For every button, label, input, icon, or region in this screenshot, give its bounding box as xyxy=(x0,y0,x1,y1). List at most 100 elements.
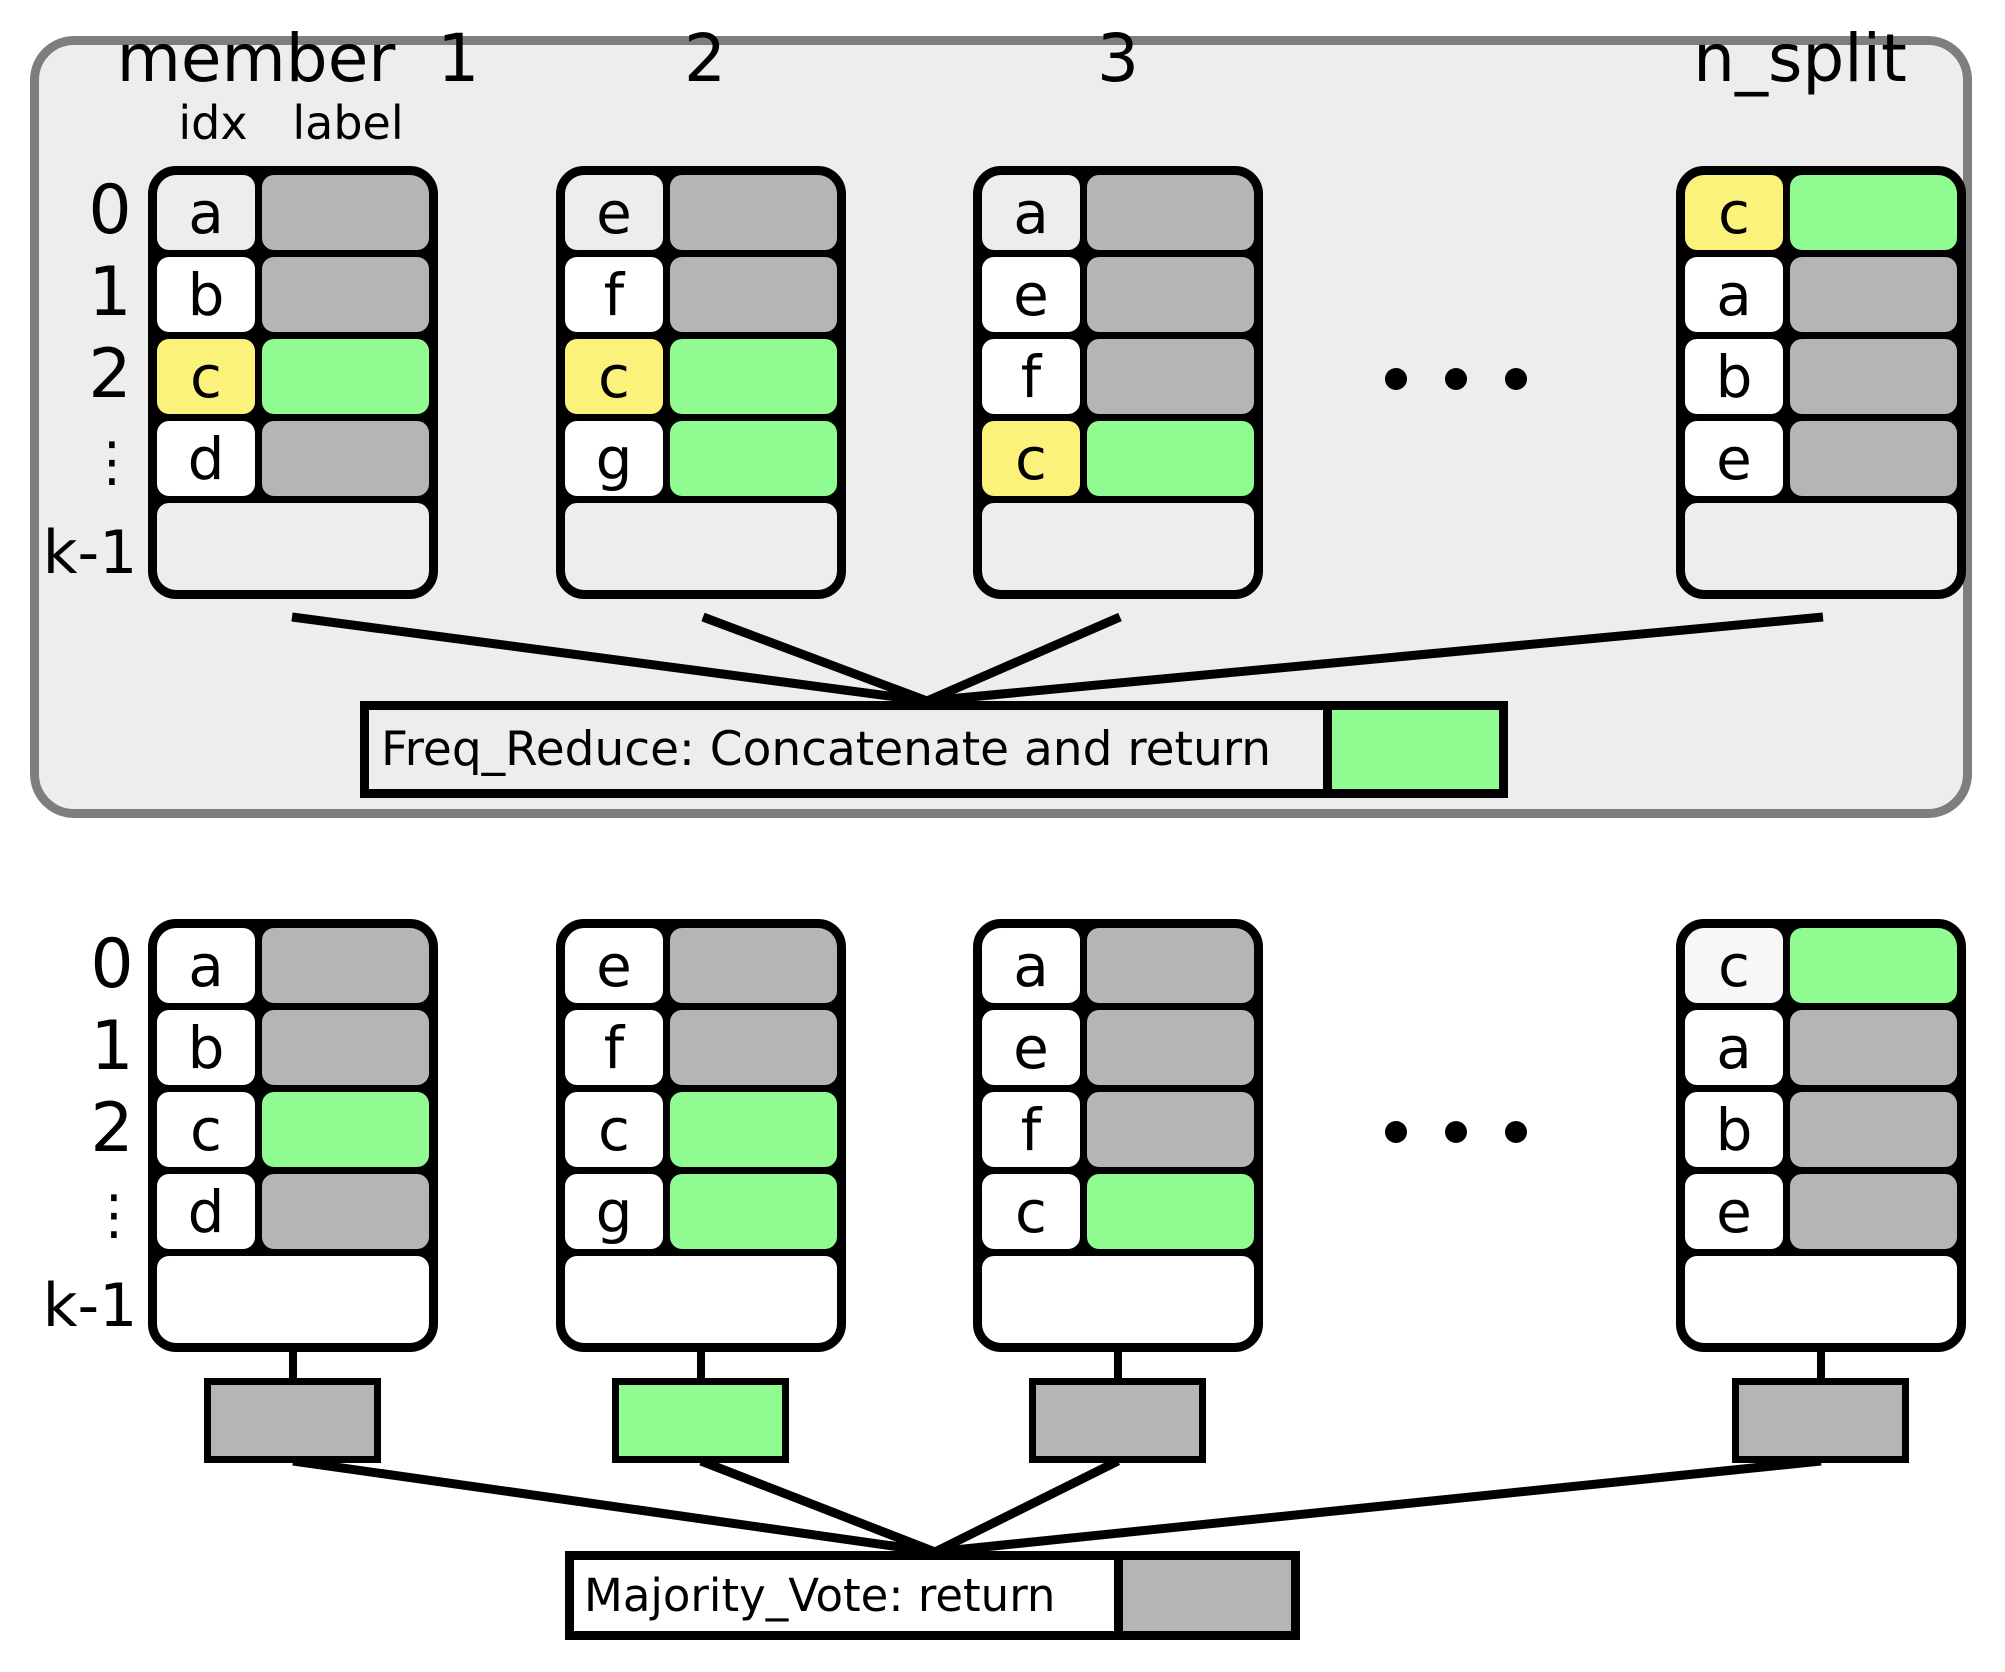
idx-cell: d xyxy=(157,1174,255,1249)
freq-reduce-result-swatch xyxy=(1323,710,1499,789)
header-n-split: n_split xyxy=(1693,20,1907,97)
ellipsis-dot xyxy=(1505,1121,1527,1143)
row-label-k-1: k-1 xyxy=(42,518,138,588)
column-header-idx: idx xyxy=(178,96,248,150)
row-label-0: 0 xyxy=(88,171,132,250)
label-cell xyxy=(1790,1010,1957,1085)
column-header-label: label xyxy=(292,96,404,150)
row-label-ellipsis: ⋮ xyxy=(85,430,139,493)
member-1-result-box xyxy=(204,1378,381,1463)
row-label-1: 1 xyxy=(90,1007,134,1086)
empty-row xyxy=(982,503,1254,590)
label-cell xyxy=(262,1174,429,1249)
label-cell xyxy=(670,175,837,250)
row-label-2: 2 xyxy=(90,1089,134,1168)
idx-cell: c xyxy=(1685,175,1783,250)
idx-cell: f xyxy=(982,339,1080,414)
label-cell xyxy=(1087,421,1254,496)
member-3-result-box xyxy=(1029,1378,1206,1463)
idx-cell: e xyxy=(1685,1174,1783,1249)
idx-cell: c xyxy=(565,1092,663,1167)
idx-cell: a xyxy=(982,175,1080,250)
row-label-1: 1 xyxy=(88,253,132,332)
row-label-0: 0 xyxy=(90,925,134,1004)
row-label-ellipsis: ⋮ xyxy=(87,1183,141,1246)
label-cell xyxy=(262,257,429,332)
idx-cell: e xyxy=(982,1010,1080,1085)
label-cell xyxy=(262,1010,429,1085)
idx-cell: g xyxy=(565,1174,663,1249)
idx-cell: c xyxy=(982,1174,1080,1249)
label-cell xyxy=(1790,175,1957,250)
label-cell xyxy=(1790,257,1957,332)
label-cell xyxy=(670,1010,837,1085)
label-cell xyxy=(670,928,837,1003)
header-member-1: member 1 xyxy=(116,20,480,97)
idx-cell: g xyxy=(565,421,663,496)
empty-row xyxy=(565,1256,837,1343)
idx-cell: a xyxy=(982,928,1080,1003)
ellipsis-dot xyxy=(1445,1121,1467,1143)
label-cell xyxy=(1790,1092,1957,1167)
empty-row xyxy=(157,1256,429,1343)
member-n-result-box xyxy=(1732,1378,1909,1463)
majority-vote-result-swatch xyxy=(1114,1560,1291,1631)
ellipsis-icon xyxy=(1385,368,1527,390)
member-2-result-box xyxy=(612,1378,789,1463)
converge-line-bottom-1 xyxy=(292,1456,936,1557)
ellipsis-dot xyxy=(1445,368,1467,390)
empty-row xyxy=(982,1256,1254,1343)
empty-row xyxy=(1685,1256,1957,1343)
label-cell xyxy=(262,928,429,1003)
label-cell xyxy=(1790,421,1957,496)
label-cell xyxy=(1087,175,1254,250)
idx-cell: c xyxy=(1685,928,1783,1003)
converge-line-bottom-3 xyxy=(932,1456,1121,1557)
label-cell xyxy=(670,1174,837,1249)
ellipsis-icon xyxy=(1385,1121,1527,1143)
idx-cell: a xyxy=(1685,1010,1783,1085)
idx-cell: e xyxy=(565,928,663,1003)
label-cell xyxy=(262,1092,429,1167)
idx-cell: b xyxy=(1685,1092,1783,1167)
label-cell xyxy=(1087,1010,1254,1085)
idx-cell: b xyxy=(157,1010,255,1085)
majority-vote-label: Majority_Vote: return xyxy=(584,1569,1056,1622)
converge-line-bottom-4 xyxy=(934,1456,1822,1557)
label-cell xyxy=(670,1092,837,1167)
label-cell xyxy=(262,175,429,250)
idx-cell: a xyxy=(157,175,255,250)
label-cell xyxy=(1087,1174,1254,1249)
majority-vote-box: Majority_Vote: return xyxy=(565,1551,1300,1640)
empty-row xyxy=(1685,503,1957,590)
label-cell xyxy=(670,421,837,496)
label-cell xyxy=(1087,928,1254,1003)
idx-cell: e xyxy=(1685,421,1783,496)
label-cell xyxy=(1087,1092,1254,1167)
row-label-2: 2 xyxy=(88,335,132,414)
idx-cell: e xyxy=(565,175,663,250)
idx-cell: c xyxy=(157,339,255,414)
label-cell xyxy=(670,339,837,414)
empty-row xyxy=(157,503,429,590)
header-member-3: 3 xyxy=(1097,20,1139,97)
idx-cell: d xyxy=(157,421,255,496)
idx-cell: b xyxy=(1685,339,1783,414)
label-cell xyxy=(1790,339,1957,414)
label-cell xyxy=(1790,928,1957,1003)
idx-cell: f xyxy=(565,257,663,332)
label-cell xyxy=(262,339,429,414)
idx-cell: c xyxy=(157,1092,255,1167)
label-cell xyxy=(262,421,429,496)
label-cell xyxy=(1790,1174,1957,1249)
label-cell xyxy=(1087,257,1254,332)
header-member-2: 2 xyxy=(684,20,726,97)
idx-cell: e xyxy=(982,257,1080,332)
